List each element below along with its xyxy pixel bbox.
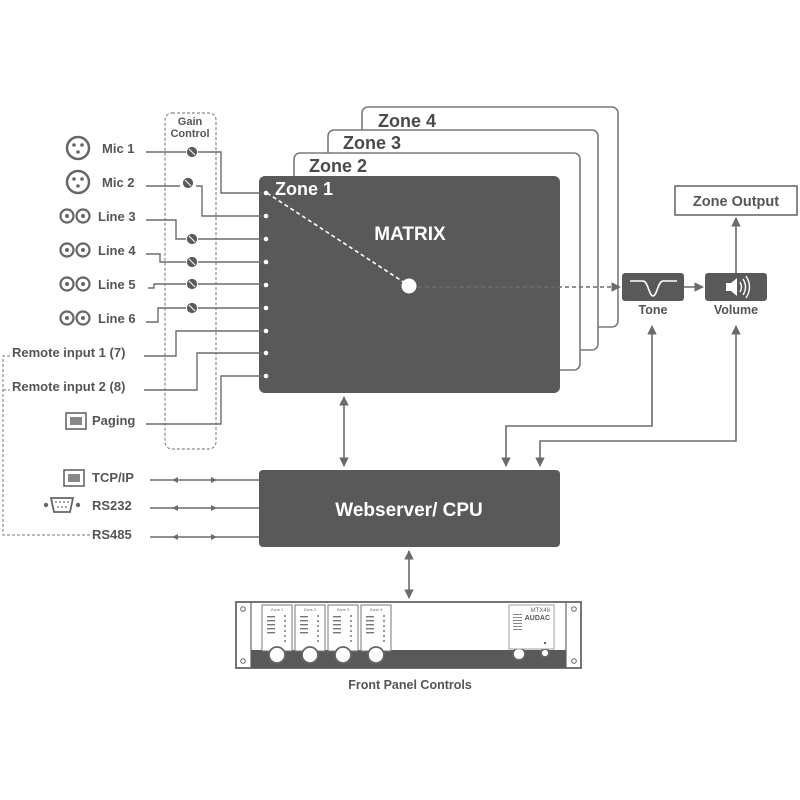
front-panel-knobs [268,646,550,664]
interface-lines [150,479,259,538]
rca-connector-icon [59,310,91,326]
front-panel-zone-3-label: Zone 3 [337,607,350,612]
tone-label: Tone [639,303,668,317]
front-panel-brand: AUDAC [525,615,550,622]
rca-connector-icon [59,208,91,224]
zone-2-label: Zone 2 [309,156,367,176]
volume-label: Volume [714,303,758,317]
potentiometer-icon [182,146,198,314]
volume-block [705,273,767,301]
input-lines [144,151,262,425]
remote-rs485-dashed-line [2,355,92,536]
cpu-volume-link [535,325,741,467]
interface-label-rs232: RS232 [92,498,132,513]
cpu-block [259,470,560,547]
xlr-connector-icon [65,169,91,195]
rca-center-pins [65,214,85,320]
zone-3-label: Zone 3 [343,133,401,153]
input-label-line-3: Line 3 [98,209,136,224]
zone-1-label: Zone 1 [275,179,333,199]
input-label-remote-1: Remote input 1 (7) [12,345,125,360]
front-panel-device: Zone 1 Zone 2 Zone 3 Zone 4 MTX48 AUDAC [235,601,582,669]
matrix-node [401,278,417,294]
matrix-label: MATRIX [374,224,446,245]
gain-control-label-line2: Control [170,128,209,140]
input-label-mic-2: Mic 2 [102,175,135,190]
interface-label-tcpip: TCP/IP [92,470,134,485]
filter-curve-icon [630,280,677,297]
xlr-connector-icon [65,135,91,161]
input-label-mic-1: Mic 1 [102,141,135,156]
front-panel-zone-2-label: Zone 2 [304,607,317,612]
interface-arrowheads [172,477,217,540]
input-label-line-5: Line 5 [98,277,136,292]
front-panel-model: MTX48 [531,608,551,614]
potentiometer-knob-marks [184,148,196,312]
zone-output-box [674,185,798,216]
front-panel-caption: Front Panel Controls [348,678,472,692]
gain-control-label-line1: Gain [178,116,203,128]
zone-4-label: Zone 4 [378,111,436,131]
front-panel-zone-4-label: Zone 4 [370,607,383,612]
cpu-label: Webserver/ CPU [335,500,483,521]
speaker-icon [726,275,751,299]
input-label-paging: Paging [92,413,135,428]
tone-block [622,273,684,301]
input-label-line-6: Line 6 [98,311,136,326]
db9-port-icon [43,497,81,513]
interface-label-rs485: RS485 [92,527,132,542]
matrix-input-dots [263,190,269,379]
zone-output-label: Zone Output [693,194,779,210]
front-panel-zone-1-label: Zone 1 [271,607,284,612]
rca-connector-icon [59,242,91,258]
input-label-remote-2: Remote input 2 (8) [12,379,125,394]
rj45-port-icon [65,412,87,430]
rj45-port-icon [63,469,85,487]
input-label-line-4: Line 4 [98,243,136,258]
rca-connector-icon [59,276,91,292]
